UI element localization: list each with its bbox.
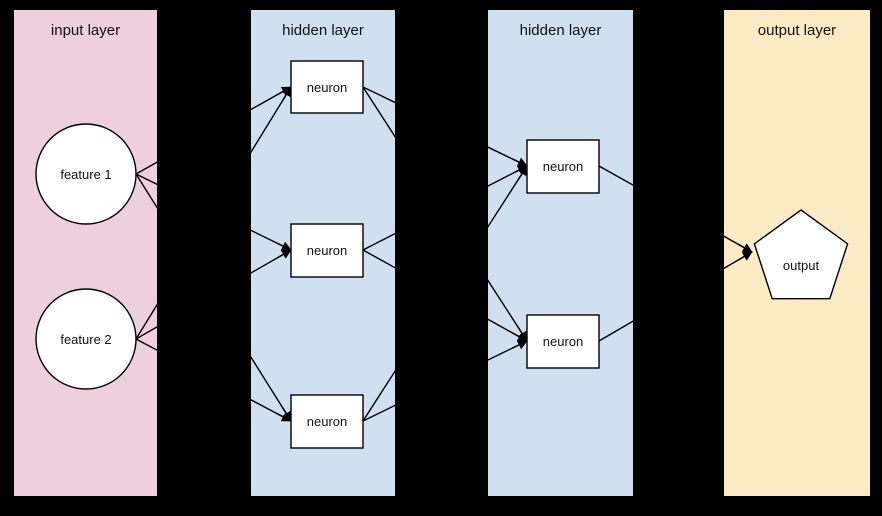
layer-panel-input — [14, 10, 157, 496]
edge-e-h2n2-out — [724, 251, 753, 270]
edge-arrowhead-e-h2n2-out — [737, 251, 753, 261]
edge-e-f2-h1n3 — [251, 399, 292, 422]
node-h1-n3 — [290, 394, 364, 449]
edge-arrowhead-e-f2-h1n2 — [276, 249, 292, 259]
nodes — [35, 60, 849, 449]
edge-e-h1n1-h2n2 — [488, 279, 528, 342]
edge-e-f1-h1n2 — [251, 229, 292, 251]
edge-arrowhead-e-h1n2-h2n2 — [512, 332, 528, 342]
edge-e-h1n3-h2n2 — [488, 340, 528, 361]
node-h2-n2 — [526, 314, 600, 369]
node-out-1 — [753, 209, 849, 300]
edge-e-h2n1-out — [724, 235, 753, 253]
edge-e-h1n2-h2n1 — [488, 165, 528, 187]
edge-e-h1n1-h2n2 — [362, 86, 395, 138]
edge-arrowhead-e-h2n1-out — [737, 243, 753, 253]
node-h2-n1 — [526, 139, 600, 194]
edge-e-h1n3-h2n2 — [362, 404, 395, 422]
edge-e-h1n2-h2n2 — [488, 318, 528, 342]
edge-e-h1n2-h2n2 — [362, 249, 395, 269]
edge-arrowhead-e-f2-h1n3 — [276, 412, 292, 422]
edge-arrowhead-e-h1n3-h2n1 — [517, 165, 528, 180]
edge-arrowhead-e-h1n3-h2n2 — [512, 340, 528, 350]
edge-e-f2-h1n1 — [251, 86, 292, 154]
edge-e-h1n3-h2n1 — [488, 165, 528, 228]
edge-e-h1n1-h2n1 — [362, 86, 395, 104]
layer-title-output: output layer — [757, 22, 837, 39]
edge-e-h1n2-h2n1 — [362, 232, 395, 251]
node-feature-1 — [35, 123, 137, 225]
edge-arrowhead-e-h1n1-h2n1 — [512, 157, 528, 167]
node-h1-n1 — [290, 60, 364, 114]
edge-e-h2n2-out — [598, 320, 633, 342]
edge-e-f2-h1n2 — [251, 249, 292, 274]
layer-title-input: input layer — [50, 22, 121, 39]
edge-e-h1n1-h2n1 — [488, 146, 528, 167]
node-feature-2 — [35, 288, 137, 390]
layer-title-hidden2: hidden layer — [519, 22, 602, 39]
edge-e-h2n1-out — [598, 165, 633, 186]
layer-panel-hidden2 — [488, 10, 633, 496]
edge-e-h1n3-h2n1 — [362, 369, 395, 422]
edge-arrowhead-e-f2-h1n1 — [282, 86, 292, 101]
layer-panels — [14, 10, 870, 496]
edge-arrowhead-e-f1-h1n2 — [276, 241, 292, 251]
connections — [135, 86, 753, 422]
node-h1-n2 — [290, 223, 364, 278]
layer-title-hidden1: hidden layer — [282, 22, 364, 39]
edge-e-f1-h1n3 — [251, 355, 292, 422]
edge-e-f1-h1n1 — [251, 86, 292, 111]
